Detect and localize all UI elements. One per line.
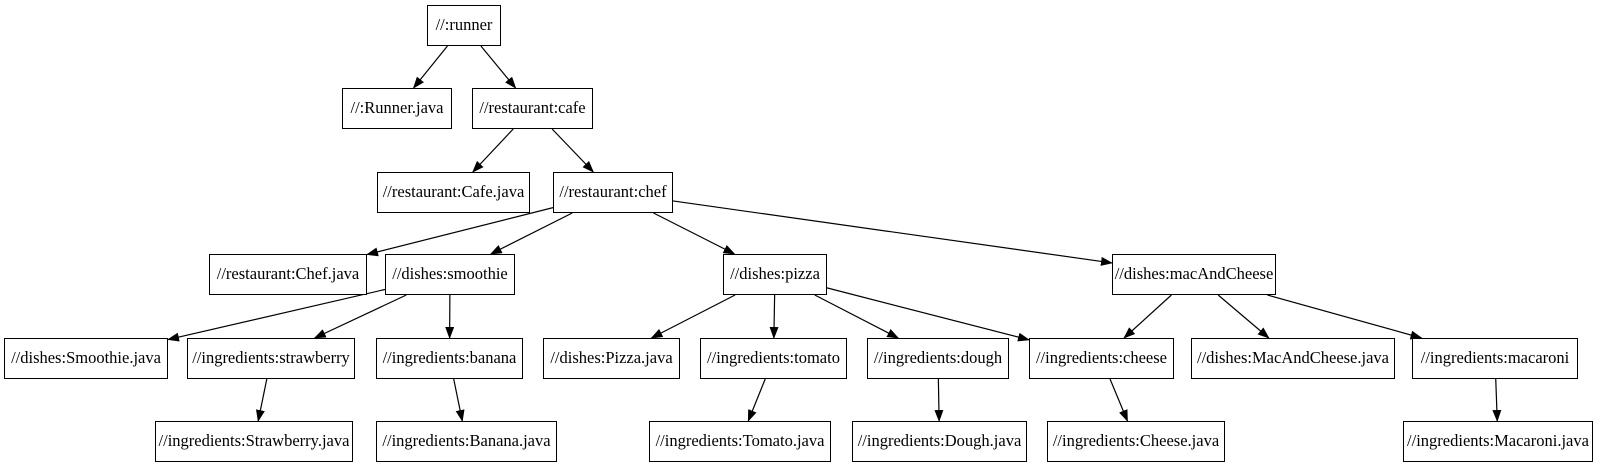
node-label: //ingredients:Cheese.java: [1052, 431, 1220, 451]
edge-banana-to-banana-java: [453, 378, 465, 422]
edge-smoothie-to-smoothie-java: [167, 288, 386, 342]
node-macaroni-java: //ingredients:Macaroni.java: [1403, 421, 1593, 462]
edge-pizza-to-dough: [814, 294, 900, 339]
node-label: //ingredients:Tomato.java: [655, 431, 825, 451]
edge-strawberry-to-strawberry-java: [255, 378, 268, 422]
node-label: //restaurant:Cafe.java: [382, 182, 525, 202]
node-label: //ingredients:strawberry: [192, 348, 350, 368]
edge-smoothie-to-strawberry: [313, 294, 407, 339]
edge-chef-to-pizza: [653, 212, 736, 255]
node-dough: //ingredients:dough: [867, 338, 1009, 379]
node-smoothie: //dishes:smoothie: [385, 254, 515, 295]
edge-mac-and-cheese-to-cheese: [1123, 294, 1172, 339]
node-label: //ingredients:Strawberry.java: [158, 431, 350, 451]
node-tomato-java: //ingredients:Tomato.java: [649, 421, 831, 462]
node-smoothie-java: //dishes:Smoothie.java: [4, 338, 168, 379]
node-label: //ingredients:macaroni: [1420, 348, 1570, 368]
edge-pizza-to-cheese: [826, 287, 1030, 342]
edge-pizza-to-tomato: [769, 294, 779, 339]
node-label: //restaurant:chef: [559, 182, 667, 202]
node-tomato: //ingredients:tomato: [700, 338, 847, 379]
node-chef-java: //restaurant:Chef.java: [209, 254, 367, 295]
node-label: //ingredients:banana: [382, 348, 517, 368]
edge-runner-to-runner-java: [412, 45, 448, 89]
node-label: //ingredients:Macaroni.java: [1407, 431, 1589, 451]
node-label: //dishes:MacAndCheese.java: [1197, 348, 1389, 368]
edge-chef-to-smoothie: [489, 212, 573, 255]
node-strawberry-java: //ingredients:Strawberry.java: [155, 421, 353, 462]
edge-chef-to-chef-java: [366, 207, 554, 257]
edge-runner-to-cafe: [480, 45, 517, 89]
node-label: //ingredients:tomato: [707, 348, 840, 368]
node-cafe-java: //restaurant:Cafe.java: [377, 172, 530, 213]
node-label: //ingredients:Banana.java: [382, 431, 551, 451]
node-runner: //:runner: [427, 5, 501, 46]
node-label: //restaurant:cafe: [479, 98, 586, 118]
edge-mac-and-cheese-to-mac-and-cheese-java: [1217, 294, 1270, 339]
edge-cheese-to-cheese-java: [1109, 378, 1129, 422]
edge-tomato-to-tomato-java: [747, 378, 766, 422]
node-label: //dishes:macAndCheese: [1114, 264, 1274, 284]
node-label: //:Runner.java: [350, 98, 444, 118]
node-cheese: //ingredients:cheese: [1029, 338, 1174, 379]
node-label: //:runner: [435, 15, 493, 35]
node-label: //ingredients:cheese: [1035, 348, 1168, 368]
node-label: //ingredients:Dough.java: [857, 431, 1022, 451]
edge-pizza-to-pizza-java: [650, 294, 736, 339]
node-label: //dishes:Pizza.java: [550, 348, 673, 368]
edge-macaroni-to-macaroni-java: [1492, 378, 1502, 422]
node-cheese-java: //ingredients:Cheese.java: [1047, 421, 1225, 462]
node-pizza-java: //dishes:Pizza.java: [543, 338, 680, 379]
node-label: //dishes:pizza: [730, 264, 820, 284]
node-strawberry: //ingredients:strawberry: [187, 338, 355, 379]
node-label: //dishes:smoothie: [392, 264, 508, 284]
node-chef: //restaurant:chef: [553, 172, 673, 213]
node-runner-java: //:Runner.java: [342, 88, 452, 129]
node-label: //ingredients:dough: [873, 348, 1003, 368]
node-pizza: //dishes:pizza: [723, 254, 827, 295]
edge-cafe-to-cafe-java: [472, 128, 514, 173]
node-macaroni: //ingredients:macaroni: [1412, 338, 1578, 379]
node-mac-and-cheese: //dishes:macAndCheese: [1112, 254, 1276, 295]
edge-cafe-to-chef: [551, 128, 595, 173]
edge-dough-to-dough-java: [934, 378, 944, 422]
node-mac-and-cheese-java: //dishes:MacAndCheese.java: [1191, 338, 1395, 379]
node-banana-java: //ingredients:Banana.java: [376, 421, 557, 462]
node-cafe: //restaurant:cafe: [472, 88, 593, 129]
node-label: //restaurant:Chef.java: [216, 264, 360, 284]
edge-mac-and-cheese-to-macaroni: [1267, 294, 1423, 340]
node-label: //dishes:Smoothie.java: [11, 348, 161, 368]
node-banana: //ingredients:banana: [376, 338, 523, 379]
node-dough-java: //ingredients:Dough.java: [852, 421, 1027, 462]
